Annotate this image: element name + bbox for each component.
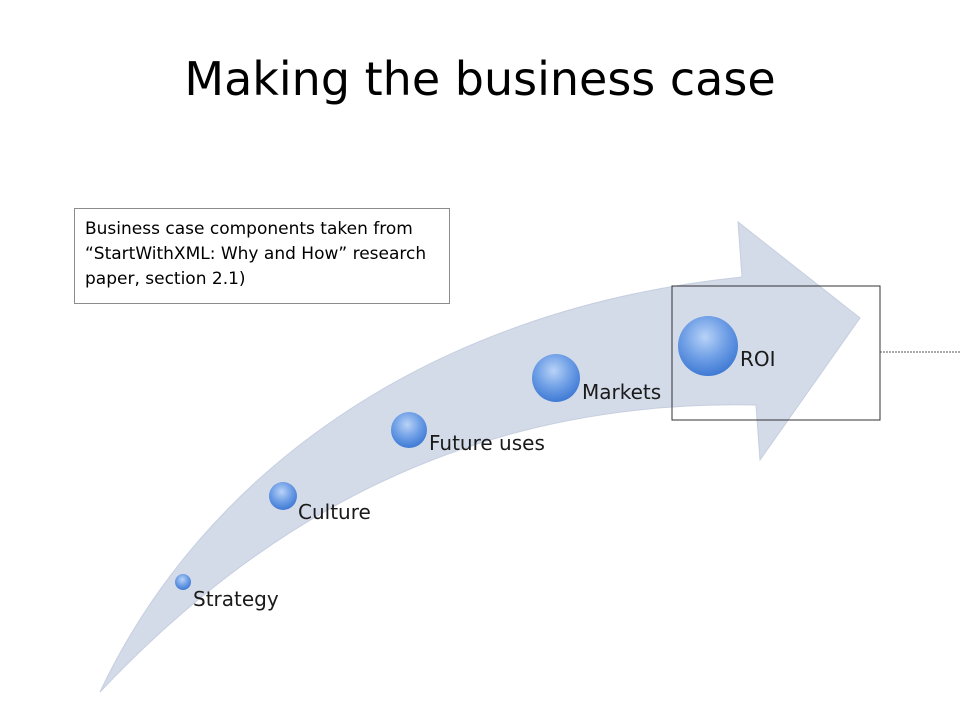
stage-label-markets: Markets	[582, 380, 661, 404]
stage-bubble-markets	[532, 354, 580, 402]
slide-title: Making the business case	[184, 52, 776, 106]
source-note-box: Business case components taken from “Sta…	[74, 208, 450, 304]
stage-label-culture: Culture	[298, 500, 371, 524]
stage-bubble-strategy	[175, 574, 191, 590]
stage-label-roi: ROI	[740, 347, 776, 371]
stage-bubble-roi	[678, 316, 738, 376]
stage-bubble-culture	[269, 482, 297, 510]
curved-arrow	[99, 220, 861, 693]
stage-bubble-future-uses	[391, 412, 427, 448]
roi-highlight-box	[671, 285, 881, 421]
stage-label-future-uses: Future uses	[429, 431, 545, 455]
stage-label-strategy: Strategy	[193, 587, 279, 611]
